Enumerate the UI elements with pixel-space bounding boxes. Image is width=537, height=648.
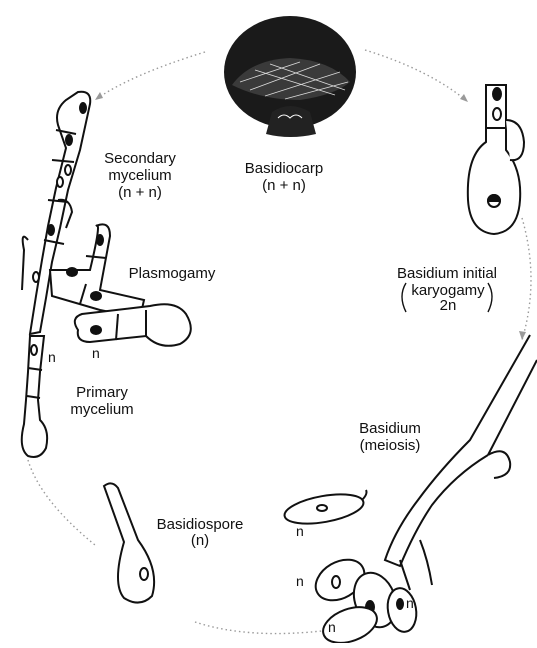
label-secondary-mycelium-line2: mycelium [96, 167, 184, 184]
label-basidiospore-ploidy: (n) [178, 532, 222, 549]
label-basidium-initial: Basidium initial [384, 265, 510, 282]
label-basidiospore: Basidiospore [148, 516, 252, 533]
basidium-initial-cell [468, 85, 524, 234]
label-secondary-mycelium-line1: Secondary [92, 150, 188, 167]
label-basidiocarp: Basidiocarp [244, 160, 324, 177]
label-n-plasmogamy: n [92, 346, 100, 361]
label-n-spore-3: n [328, 620, 336, 635]
label-2n: 2n [430, 297, 466, 314]
label-primary-mycelium-line2: mycelium [62, 401, 142, 418]
label-plasmogamy: Plasmogamy [122, 265, 222, 282]
label-n-spore-4: n [406, 596, 414, 611]
label-basidium: Basidium [350, 420, 430, 437]
basidiocarp-mushroom [224, 16, 356, 137]
cycle-dotted-path [28, 50, 531, 634]
label-n-primary: n [48, 350, 56, 365]
label-basidiocarp-ploidy: (n + n) [244, 177, 324, 194]
label-n-spore-2: n [296, 574, 304, 589]
label-meiosis: (meiosis) [350, 437, 430, 454]
basidiospore-germinating [104, 483, 154, 602]
label-primary-mycelium-line1: Primary [62, 384, 142, 401]
label-n-spore-1: n [296, 524, 304, 539]
label-secondary-mycelium-ploidy: (n + n) [100, 184, 180, 201]
